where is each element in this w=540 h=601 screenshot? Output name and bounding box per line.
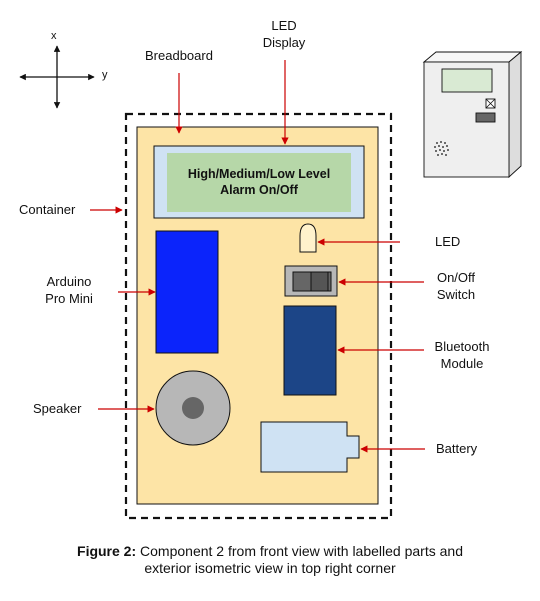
label-bluetooth-line-1: Bluetooth [435,339,490,354]
axis-indicator: x y [19,30,108,109]
figure-caption: Figure 2: Component 2 from front view wi… [0,543,540,577]
housing-display-window [441,68,493,93]
led-component [299,223,317,253]
label-switch-line-2: Switch [437,287,475,302]
housing-side-face [508,51,522,179]
y-axis-label: y [102,69,108,81]
label-bluetooth-line-2: Module [441,356,484,371]
caption-prefix: Figure 2: [77,543,137,559]
label-container: Container [19,202,76,217]
label-switch-line-1: On/Off [437,270,475,285]
label-led: LED [435,234,460,249]
label-speaker: Speaker [33,401,82,416]
isometric-housing [422,51,523,179]
speaker-cone [182,397,204,419]
housing-speaker-grille [434,141,449,156]
callout-arrows [90,60,425,453]
display-text-line-2: Alarm On/Off [220,183,299,197]
label-led-display-line-2: Display [263,35,306,50]
label-arduino-line-1: Arduino [47,274,92,289]
switch-toggle [310,271,329,292]
caption-line-2: exterior isometric view in top right cor… [144,560,396,576]
caption-line-1: Component 2 from front view with labelle… [136,543,463,559]
housing-switch [475,112,496,123]
arduino-board [155,230,219,354]
bluetooth-module [283,305,337,396]
housing-top-face [422,51,523,63]
x-axis-label: x [51,30,57,42]
led-display-screen [167,153,351,212]
container-outline [124,112,393,520]
label-arduino-line-2: Pro Mini [45,291,93,306]
label-breadboard: Breadboard [145,48,213,63]
battery [260,421,360,473]
label-battery: Battery [436,441,478,456]
display-text-line-1: High/Medium/Low Level [188,167,330,181]
label-led-display-line-1: LED [271,18,296,33]
